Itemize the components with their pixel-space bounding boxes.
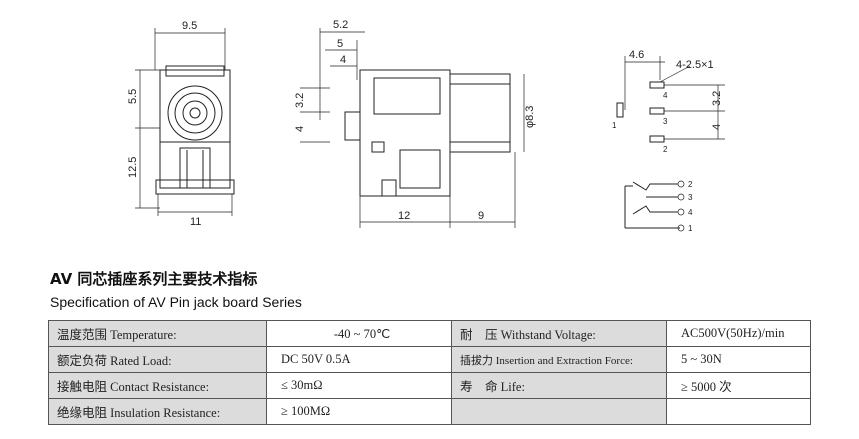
dim-pcb-lower: 4	[711, 124, 723, 130]
spec-label	[451, 398, 667, 425]
spec-value: AC500V(50Hz)/min	[666, 320, 811, 347]
pcb-pin-label-3: 3	[663, 117, 668, 126]
spec-value	[666, 398, 811, 425]
pcb-layout: 4.6 4-2.5×1 4 1 3 2 3.2 4	[612, 49, 725, 154]
table-row: 额定负荷 Rated Load: DC 50V 0.5A 插拔力 Inserti…	[48, 346, 811, 373]
dim-side-c: 4	[340, 54, 346, 66]
dim-side-a: 5.2	[333, 19, 348, 31]
dim-body-length: 12	[398, 210, 410, 222]
side-view: 5.2 5 4 3.2 4 φ8.3 12 9	[294, 19, 536, 228]
dim-side-left-upper: 3.2	[294, 93, 306, 108]
dim-side-b: 5	[337, 38, 343, 50]
schematic-pin-3: 3	[688, 193, 693, 202]
dim-width-top: 9.5	[182, 20, 197, 32]
table-row: 绝缘电阻 Insulation Resistance: ≥ 100MΩ	[48, 398, 811, 425]
spec-label: 接触电阻 Contact Resistance:	[48, 372, 267, 399]
dim-side-left-lower: 4	[294, 126, 306, 132]
spec-value: 5 ~ 30N	[666, 346, 811, 373]
pcb-pin-label-1: 1	[612, 121, 617, 130]
spec-label: 插拔力 Insertion and Extraction Force:	[451, 346, 667, 373]
spec-value: ≤ 30mΩ	[266, 372, 452, 399]
spec-label: 绝缘电阻 Insulation Resistance:	[48, 398, 267, 425]
schematic-pin-2: 2	[688, 180, 693, 189]
title-chinese: AV 同芯插座系列主要技术指标	[50, 270, 258, 288]
spec-value: ≥ 100MΩ	[266, 398, 452, 425]
spec-value: DC 50V 0.5A	[266, 346, 452, 373]
dim-pad-spacing: 4.6	[629, 49, 644, 61]
spec-table: 温度范围 Temperature: -40 ~ 70℃ 耐 压 Withstan…	[48, 320, 811, 425]
front-view: 9.5 5.5 12.5 11	[127, 20, 235, 228]
spec-label: 耐 压 Withstand Voltage:	[451, 320, 667, 347]
title-english: Specification of AV Pin jack board Serie…	[50, 294, 302, 310]
dim-diameter: φ8.3	[524, 106, 536, 128]
table-row: 温度范围 Temperature: -40 ~ 70℃ 耐 压 Withstan…	[48, 320, 811, 347]
pcb-pin-label-4: 4	[663, 91, 668, 100]
dim-height-upper: 5.5	[127, 89, 139, 104]
spec-value: -40 ~ 70℃	[266, 320, 452, 347]
spec-label: 寿 命 Life:	[451, 372, 667, 399]
dim-width-bottom: 11	[190, 216, 201, 228]
dim-pcb-upper: 3.2	[711, 91, 723, 106]
spec-label: 额定负荷 Rated Load:	[48, 346, 267, 373]
schematic-pin-4: 4	[688, 208, 693, 217]
technical-drawing: 9.5 5.5 12.5 11 5.2 5 4	[127, 19, 725, 233]
dim-height-lower: 12.5	[127, 157, 139, 178]
table-row: 接触电阻 Contact Resistance: ≤ 30mΩ 寿 命 Life…	[48, 372, 811, 399]
pcb-pin-label-2: 2	[663, 145, 668, 154]
schematic-symbol: 2 3 4 1	[624, 180, 693, 233]
dim-barrel-length: 9	[478, 210, 484, 222]
pad-spec: 4-2.5×1	[676, 59, 714, 71]
spec-label: 温度范围 Temperature:	[48, 320, 267, 347]
spec-value: ≥ 5000 次	[666, 372, 811, 399]
schematic-pin-1: 1	[688, 224, 693, 233]
